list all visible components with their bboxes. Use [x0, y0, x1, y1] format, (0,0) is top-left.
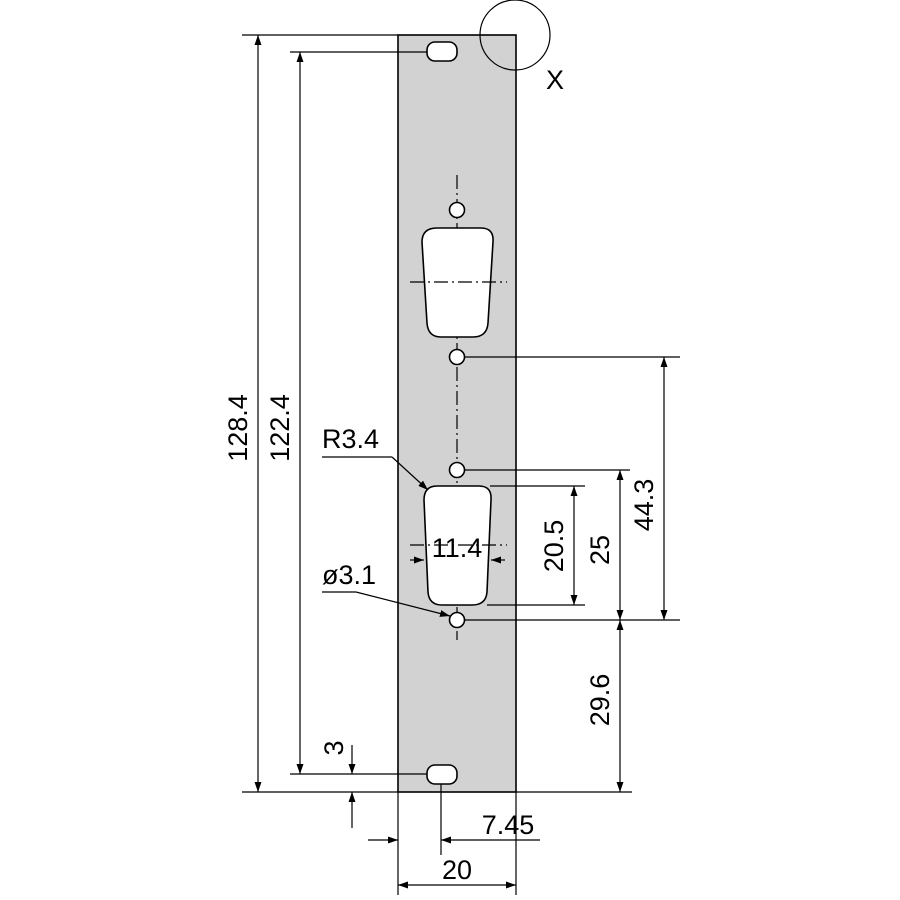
panel-width-label: 20 — [442, 855, 472, 885]
bottom-mounting-slot — [426, 764, 458, 785]
detail-marker-circle — [479, 0, 551, 71]
overall-height-label: 128.4 — [223, 394, 253, 462]
panel-plate — [397, 34, 517, 793]
slot-spacing-label: 122.4 — [265, 394, 295, 462]
detail-marker-label: X — [546, 65, 564, 95]
upper-connector-bottom-hole — [448, 348, 466, 366]
top-mounting-slot — [426, 41, 458, 62]
lower-connector-cutout — [423, 485, 492, 606]
slot-offset-label: 3 — [319, 740, 349, 755]
corner-radius-label: R3.4 — [322, 424, 379, 454]
upper-connector-top-hole — [448, 201, 466, 219]
upper-connector-cutout — [421, 227, 494, 338]
lower-connector-bottom-hole — [448, 611, 466, 629]
hole-diameter-label: ø3.1 — [322, 560, 376, 590]
cutout-width-label: 11.4 — [432, 533, 483, 563]
lower-connector-top-hole — [448, 461, 466, 479]
hole-spacing-label: 25 — [585, 535, 615, 565]
cutout-height-label: 20.5 — [539, 520, 569, 573]
corner-radius-leader — [391, 456, 429, 491]
hole-diameter-leader — [355, 591, 451, 617]
center-offset-label: 7.45 — [482, 810, 535, 840]
bottom-offset-label: 29.6 — [585, 674, 615, 727]
upper-offset-label: 44.3 — [629, 479, 659, 532]
